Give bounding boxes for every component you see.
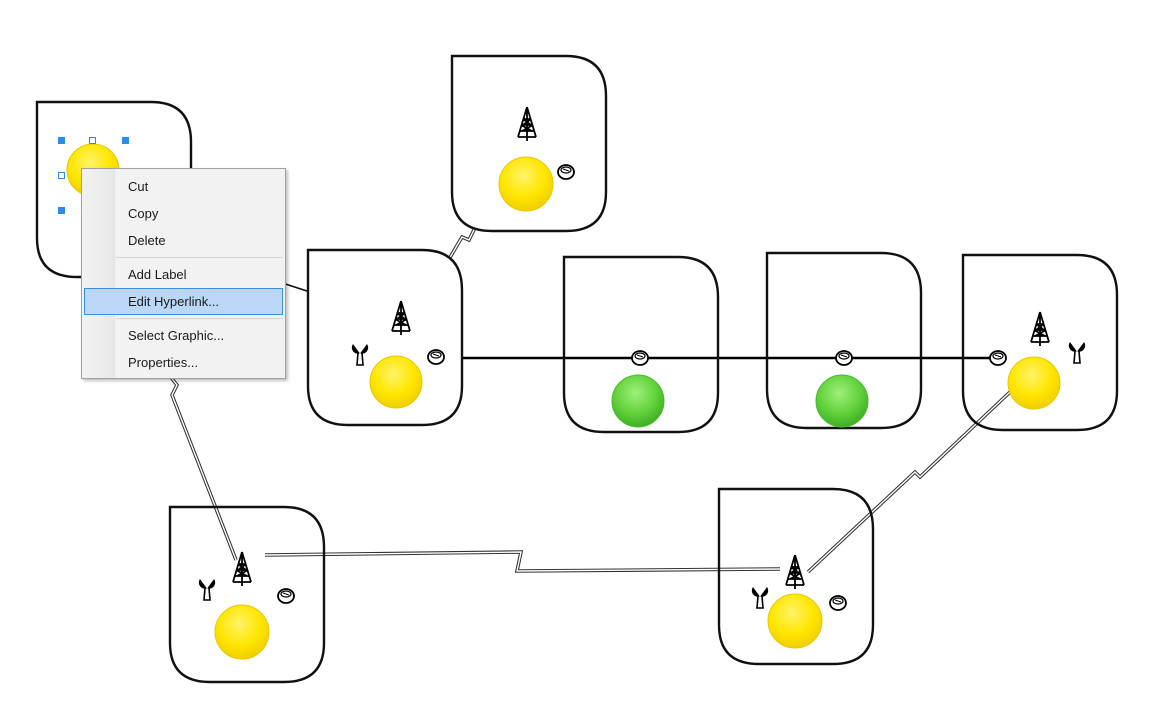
menu-item-add-label[interactable]: Add Label <box>128 267 187 282</box>
tower-icon <box>1030 311 1050 347</box>
node-green-a[interactable] <box>562 255 720 434</box>
context-menu: Cut Copy Delete Add Label Edit Hyperlink… <box>81 168 286 379</box>
selection-handle-bottom-left[interactable] <box>58 207 65 214</box>
selection-handle-top-right[interactable] <box>122 137 129 144</box>
router-icon <box>989 350 1007 366</box>
selection-handle-top-left[interactable] <box>58 137 65 144</box>
menu-item-edit-hyperlink[interactable]: Edit Hyperlink... <box>84 288 283 315</box>
yellow-sphere-icon <box>214 604 270 660</box>
antenna-icon <box>198 579 216 601</box>
menu-item-copy[interactable]: Copy <box>128 206 159 221</box>
yellow-sphere-icon <box>1007 356 1061 410</box>
menu-separator <box>116 257 283 258</box>
node-top[interactable] <box>450 54 608 233</box>
link-bottomleft-bottomright[interactable] <box>264 550 781 573</box>
menu-separator <box>116 318 283 319</box>
antenna-icon <box>751 587 769 609</box>
menu-item-select-graphic[interactable]: Select Graphic... <box>128 328 225 343</box>
router-icon <box>557 164 575 180</box>
menu-item-cut[interactable]: Cut <box>128 179 149 194</box>
node-center-left[interactable] <box>306 248 464 427</box>
router-icon <box>277 588 295 604</box>
antenna-icon <box>1068 342 1086 364</box>
green-sphere-icon <box>611 374 665 428</box>
green-sphere-icon <box>815 374 869 428</box>
router-icon <box>427 349 445 365</box>
yellow-sphere-icon <box>767 593 823 649</box>
selection-handle-middle-left[interactable] <box>58 172 65 179</box>
selection-handle-top-center[interactable] <box>89 137 96 144</box>
context-menu-gutter <box>82 169 115 378</box>
node-bottom-right[interactable] <box>717 487 875 666</box>
tower-icon <box>785 554 805 590</box>
yellow-sphere-icon <box>369 355 423 409</box>
menu-item-properties[interactable]: Properties... <box>128 355 199 370</box>
node-bottom-left[interactable] <box>168 505 326 684</box>
router-icon <box>835 350 853 366</box>
router-icon <box>829 595 847 611</box>
menu-item-delete[interactable]: Delete <box>128 233 166 248</box>
node-green-b[interactable] <box>765 251 923 430</box>
node-right[interactable] <box>961 253 1119 432</box>
yellow-sphere-icon <box>498 156 554 212</box>
router-icon <box>631 350 649 366</box>
